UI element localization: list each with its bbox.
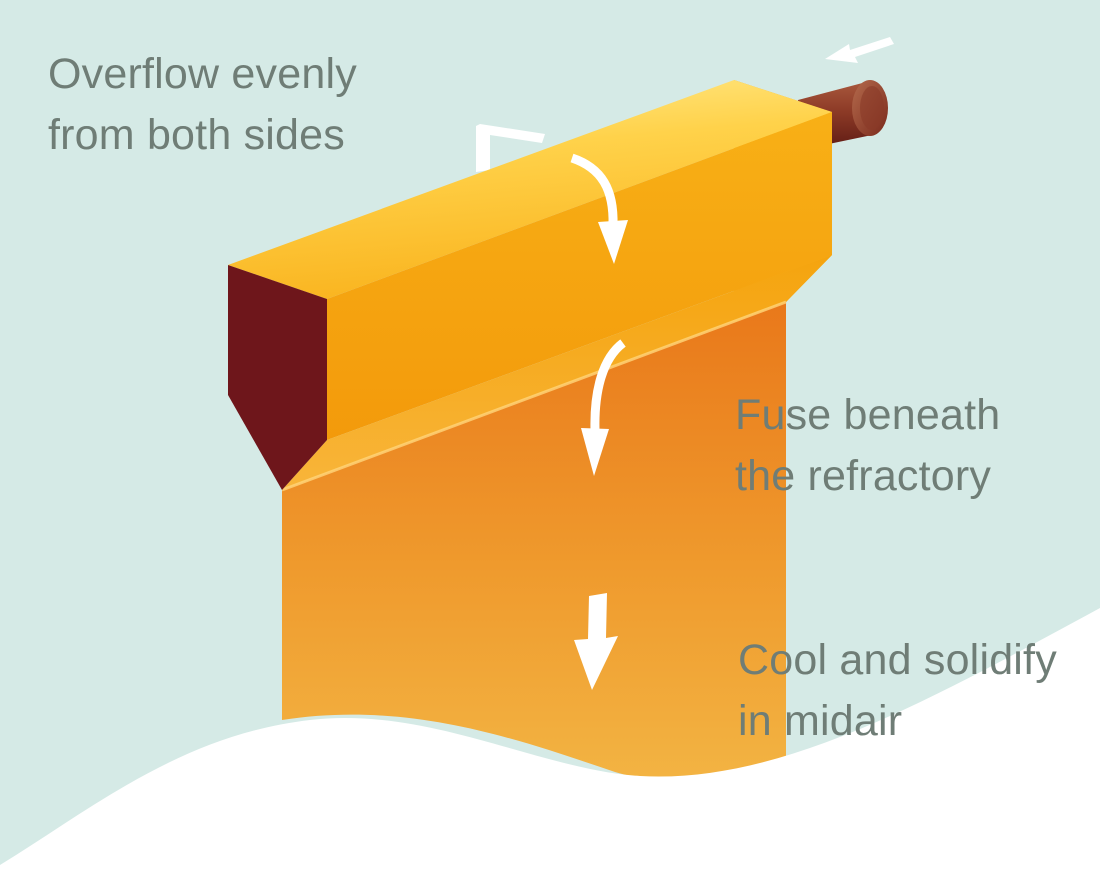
wedge-edge-highlight <box>281 300 787 492</box>
caption-fuse-beneath: Fuse beneath the refractory <box>735 385 1000 507</box>
side-overflow-arrow-icon <box>476 124 545 172</box>
caption-line: in midair <box>738 697 903 745</box>
refractory-wedge-face <box>282 255 832 490</box>
flow-arrow-icon <box>570 153 628 264</box>
refractory-front-face <box>327 112 832 440</box>
refractory-end-face <box>228 265 327 490</box>
caption-line: from both sides <box>48 111 345 159</box>
caption-line: Cool and solidify <box>738 636 1057 684</box>
caption-line: the refractory <box>735 452 992 500</box>
flow-arrow-icon <box>581 339 626 476</box>
caption-cool-solidify: Cool and solidify in midair <box>738 630 1057 752</box>
ground-wave <box>0 608 1100 869</box>
caption-overflow-evenly: Overflow evenly from both sides <box>48 44 357 166</box>
refractory-top-face <box>228 80 832 299</box>
glass-sheet <box>282 300 786 784</box>
caption-line: Overflow evenly <box>48 50 357 98</box>
straight-down-arrow-icon <box>574 593 618 690</box>
caption-line: Fuse beneath <box>735 391 1001 439</box>
feed-direction-arrow-icon <box>825 37 894 63</box>
